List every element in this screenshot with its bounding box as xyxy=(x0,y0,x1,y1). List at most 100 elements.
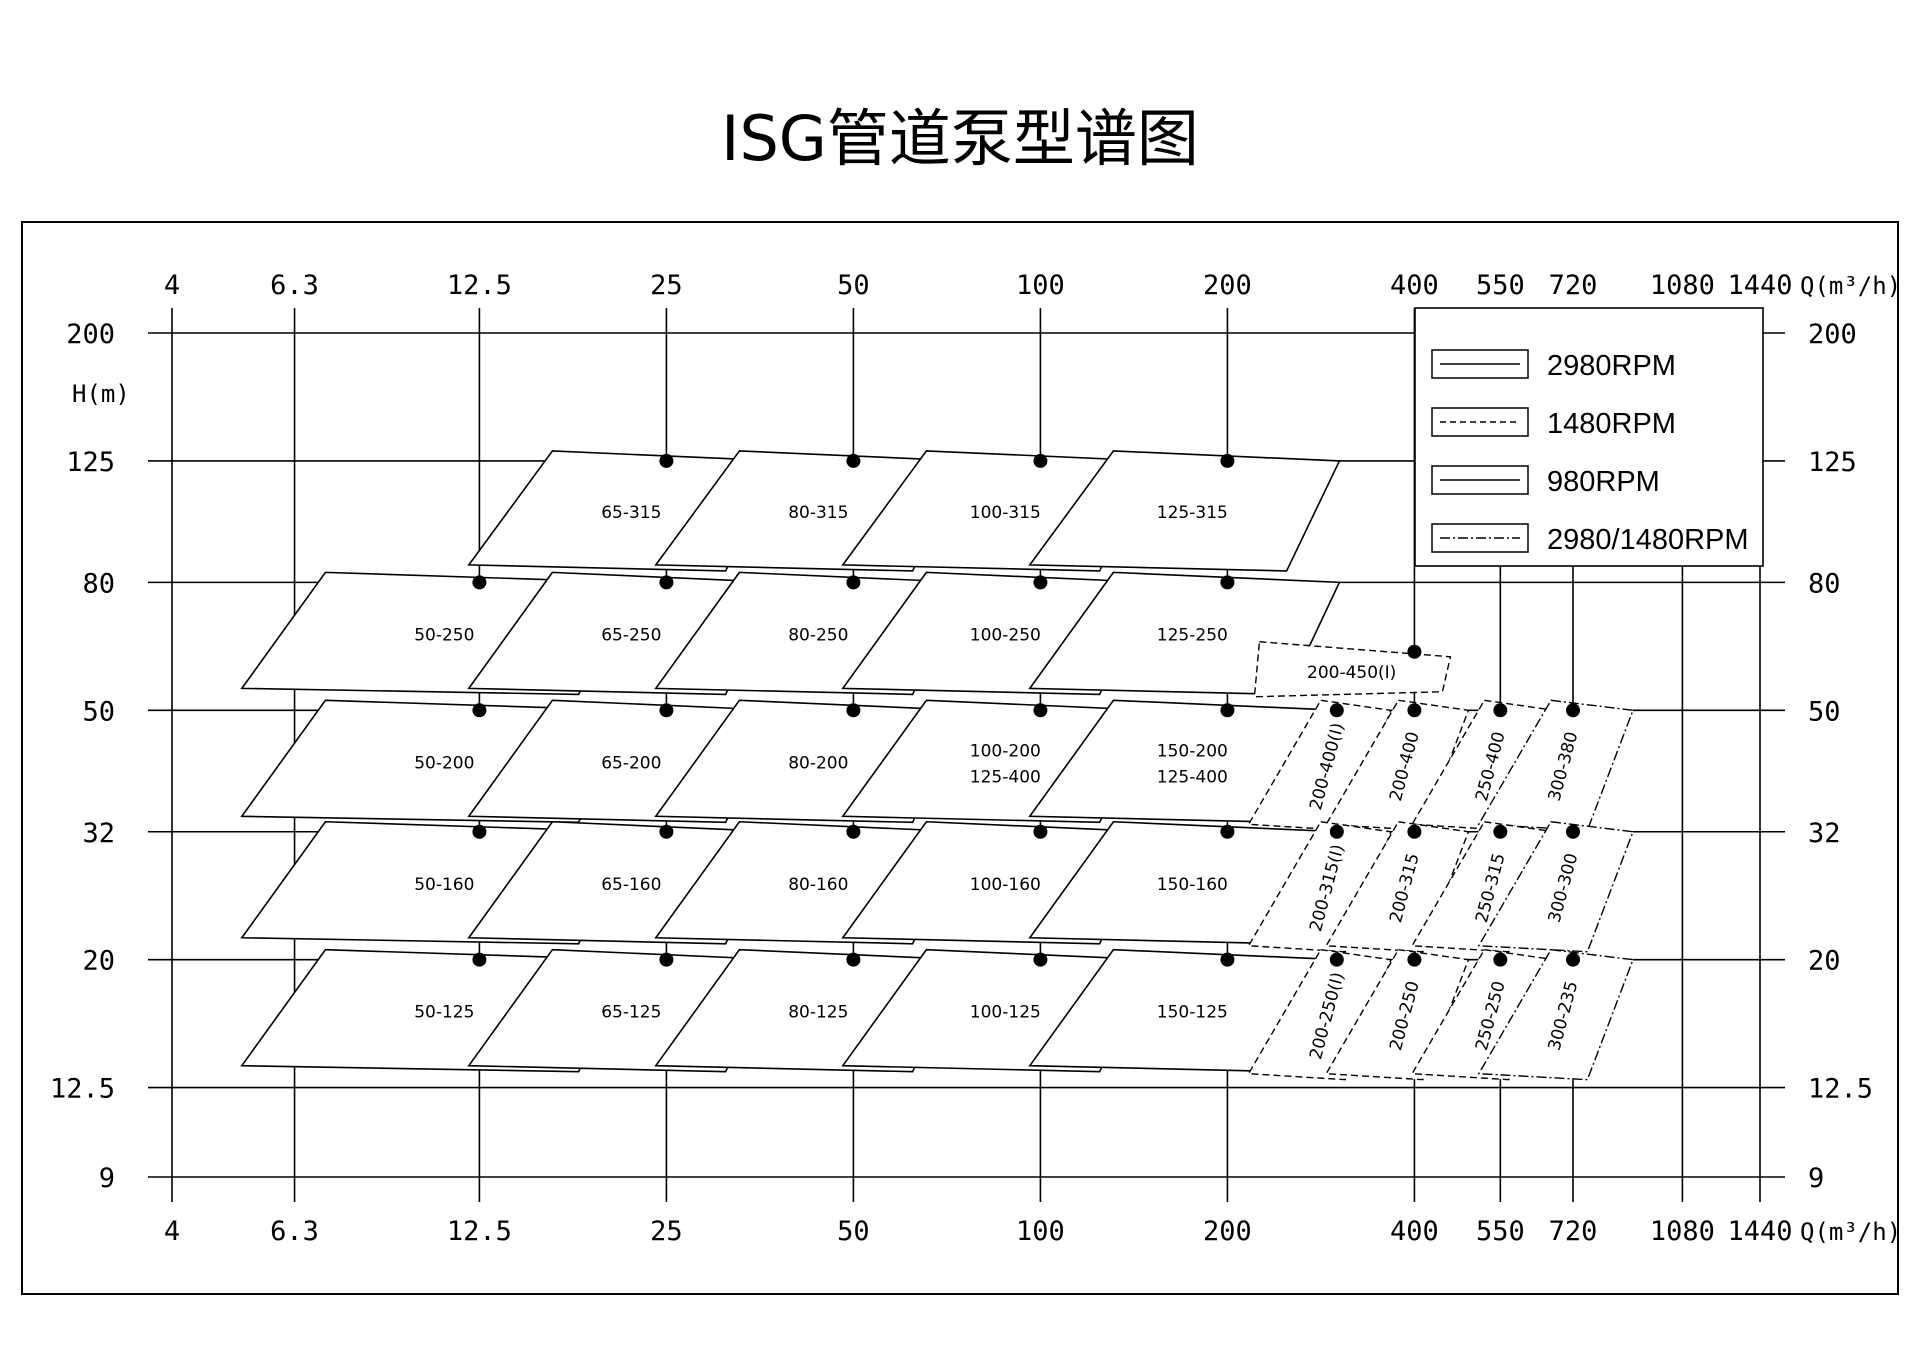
chart-title: ISG管道泵型谱图 xyxy=(721,102,1199,175)
y-tick-label-right: 200 xyxy=(1808,319,1857,350)
zone-outline xyxy=(1477,821,1634,953)
rated-point xyxy=(1220,575,1235,590)
legend: 2980RPM 1480RPM 980RPM 2980/1480RPM xyxy=(1414,307,1764,567)
zone-label: 65-200 xyxy=(601,753,661,773)
y-tick-label-right: 12.5 xyxy=(1808,1074,1873,1105)
y-tick-label-left: 9 xyxy=(99,1163,115,1194)
zone-label: 100-315 xyxy=(970,503,1041,523)
x-tick-label-top: 200 xyxy=(1203,270,1252,301)
zone-label: 65-125 xyxy=(601,1003,661,1023)
zone-label-line: 200-450(I) xyxy=(1307,663,1396,683)
rated-point xyxy=(1407,952,1422,967)
rated-point xyxy=(1493,824,1508,839)
rated-point xyxy=(1493,703,1508,718)
y-tick-label-left: 125 xyxy=(66,447,115,478)
rated-point xyxy=(1565,824,1580,839)
rated-point xyxy=(846,575,861,590)
y-tick-label-left: 50 xyxy=(82,696,115,727)
zone-label: 80-200 xyxy=(788,753,848,773)
x-tick-label-top: 4 xyxy=(164,270,180,301)
zone-label: 100-160 xyxy=(970,875,1041,895)
zone-label-line: 50-160 xyxy=(414,875,474,895)
y-tick-label-left: 32 xyxy=(82,818,115,849)
rated-point xyxy=(1329,824,1344,839)
zone-label: 50-200 xyxy=(414,753,474,773)
rated-point xyxy=(1033,575,1048,590)
zone-label-line: 65-250 xyxy=(601,625,661,645)
zone-label-line: 150-200 xyxy=(1157,741,1228,761)
zone-label-line: 125-250 xyxy=(1157,625,1228,645)
x-tick-label-bottom: 1080 xyxy=(1650,1216,1715,1247)
zone-label-line: 125-400 xyxy=(970,767,1041,787)
rated-point xyxy=(1565,703,1580,718)
x-tick-label-top: 12.5 xyxy=(447,270,512,301)
chart-frame xyxy=(21,221,1899,1295)
legend-label: 1480RPM xyxy=(1547,408,1676,440)
x-tick-label-top: 100 xyxy=(1016,270,1065,301)
zone-label: 65-250 xyxy=(601,625,661,645)
zone-label: 100-125 xyxy=(970,1003,1041,1023)
zone-label-line: 80-200 xyxy=(788,753,848,773)
zone-label: 125-250 xyxy=(1157,625,1228,645)
y-tick-label-right: 50 xyxy=(1808,696,1841,727)
x-axis-label-top: Q(m³/h) xyxy=(1800,272,1901,300)
zone-label: 50-125 xyxy=(414,1003,474,1023)
rated-point xyxy=(846,453,861,468)
rated-point xyxy=(1407,703,1422,718)
rated-point xyxy=(846,952,861,967)
rated-point xyxy=(1220,952,1235,967)
zone-label: 65-160 xyxy=(601,875,661,895)
zone-label-line: 80-125 xyxy=(788,1003,848,1023)
zone-label: 50-160 xyxy=(414,875,474,895)
y-tick-label-left: 20 xyxy=(82,946,115,977)
zone-label-line: 150-125 xyxy=(1157,1003,1228,1023)
x-tick-label-top: 1440 xyxy=(1727,270,1792,301)
x-tick-label-bottom: 720 xyxy=(1549,1216,1598,1247)
x-tick-label-bottom: 400 xyxy=(1390,1216,1439,1247)
zone-label-line: 100-125 xyxy=(970,1003,1041,1023)
rated-point xyxy=(659,575,674,590)
zone-label: 150-160 xyxy=(1157,875,1228,895)
x-tick-label-bottom: 50 xyxy=(837,1216,870,1247)
x-tick-label-top: 550 xyxy=(1476,270,1525,301)
zone-label-line: 65-315 xyxy=(601,503,661,523)
zone-label-line: 65-125 xyxy=(601,1003,661,1023)
zone-label-line: 100-200 xyxy=(970,741,1041,761)
zone-outline xyxy=(1028,450,1341,572)
legend-label: 980RPM xyxy=(1547,466,1660,498)
zone-label: 100-250 xyxy=(970,625,1041,645)
zone-label: 80-250 xyxy=(788,625,848,645)
zone-label-line: 150-160 xyxy=(1157,875,1228,895)
zone-label: 125-315 xyxy=(1157,503,1228,523)
x-tick-label-bottom: 4 xyxy=(164,1216,180,1247)
rated-point xyxy=(659,703,674,718)
legend-label: 2980RPM xyxy=(1547,350,1676,382)
rated-point xyxy=(1329,952,1344,967)
rated-point xyxy=(1033,703,1048,718)
rated-point xyxy=(846,703,861,718)
rated-point xyxy=(1220,824,1235,839)
y-tick-label-right: 32 xyxy=(1808,818,1841,849)
zone-label-line: 80-160 xyxy=(788,875,848,895)
x-tick-label-bottom: 12.5 xyxy=(447,1216,512,1247)
rated-point xyxy=(472,824,487,839)
zone-label-line: 50-250 xyxy=(414,625,474,645)
rated-point xyxy=(472,575,487,590)
zone-label: 65-315 xyxy=(601,503,661,523)
y-tick-label-right: 80 xyxy=(1808,568,1841,599)
rated-point xyxy=(1407,824,1422,839)
zone-label-line: 80-315 xyxy=(788,503,848,523)
y-tick-label-right: 125 xyxy=(1808,447,1857,478)
zone-label: 80-125 xyxy=(788,1003,848,1023)
zone-label-line: 80-250 xyxy=(788,625,848,645)
legend-label: 2980/1480RPM xyxy=(1547,524,1749,556)
zone-label: 80-315 xyxy=(788,503,848,523)
rated-point xyxy=(659,453,674,468)
zone-label-line: 100-160 xyxy=(970,875,1041,895)
y-tick-label-right: 20 xyxy=(1808,946,1841,977)
rated-point xyxy=(1033,453,1048,468)
rated-point xyxy=(1033,952,1048,967)
x-tick-label-top: 50 xyxy=(837,270,870,301)
